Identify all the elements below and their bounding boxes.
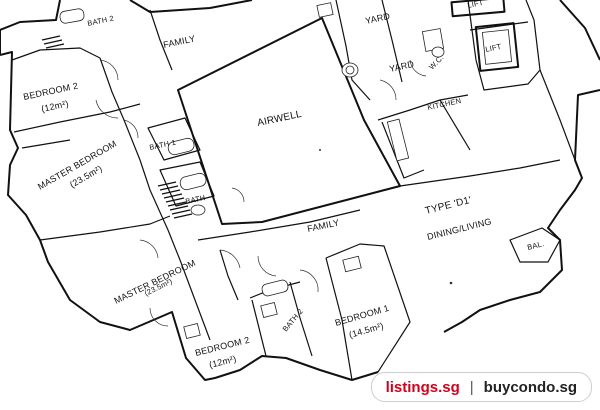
watermark-site-a: listings.sg (385, 378, 460, 396)
watermark-badge: listings.sg | buycondo.sg (370, 372, 592, 402)
watermark-site-b: buycondo.sg (483, 378, 577, 396)
label-bedroom-2-left-area: (12m²) (40, 98, 69, 114)
label-wc: W.C. (427, 53, 445, 71)
door-swings (95, 59, 427, 327)
label-yard: YARD (388, 59, 415, 74)
interior-walls (11, 0, 576, 381)
label-lift: LIFT (485, 42, 503, 54)
label-family-centre: FAMILY (306, 217, 340, 234)
label-bedroom-2-left: BEDROOM 2 (22, 81, 79, 102)
label-lift-top: LIFT (467, 0, 485, 10)
label-bath-2-top: BATH 2 (87, 14, 115, 28)
label-master-bedroom-lower: MASTER BEDROOM (112, 258, 197, 306)
lift-shafts (450, 0, 520, 72)
room-labels: BATH 2 FAMILY YARD YARD W.C. LIFT LIFT B… (22, 0, 545, 370)
label-kitchen: KITCHEN (427, 96, 462, 112)
label-type: TYPE 'D1' (424, 195, 473, 217)
label-bedroom-2-lower-area: (12m²) (208, 354, 237, 370)
hatch-strips (41, 35, 193, 219)
label-family-top: FAMILY (162, 33, 196, 50)
watermark-separator: | (469, 378, 474, 396)
label-bedroom-1-area: (14.5m²) (348, 320, 385, 339)
label-yard-top: YARD (364, 11, 391, 26)
label-bath-lower: BATH (185, 193, 207, 206)
outer-walls (0, 0, 600, 381)
label-bedroom-2-lower: BEDROOM 2 (194, 335, 251, 358)
label-airwell: AIRWELL (256, 109, 303, 129)
fixtures (59, 2, 445, 340)
label-bal: BAL. (526, 239, 545, 252)
label-dining-living: DINING/LIVING (426, 216, 493, 242)
